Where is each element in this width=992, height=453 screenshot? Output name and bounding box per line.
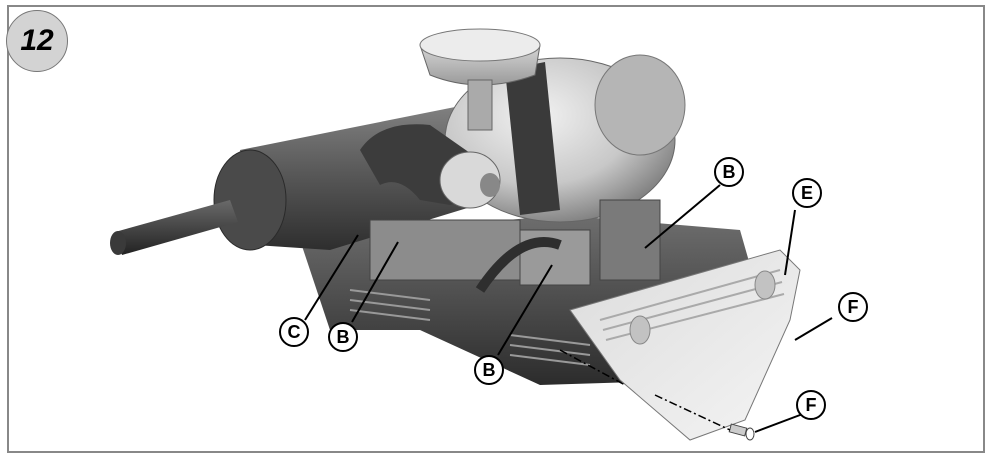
callout-e: E [792,178,822,208]
mounting-screw [728,423,755,441]
shroud-hole-left [629,315,651,345]
air-cleaner-strap [505,62,560,215]
step-number-badge: 12 [6,10,68,72]
precleaner-stem [467,79,493,131]
callout-f-upper: F [838,292,868,322]
manifold-right [599,199,661,281]
leader-lines [304,184,833,433]
intake-port [480,173,500,197]
assembly-line-lower [654,394,731,431]
callout-b-left: B [328,322,358,352]
fuel-line [475,237,562,293]
intake-manifold [519,229,591,286]
callout-f-lower: F [796,390,826,420]
frame-border [7,5,985,453]
assembly-line-upper [559,349,626,386]
callout-b-upper: B [714,157,744,187]
shroud-hole-right [754,270,776,300]
blower-housing [569,249,801,441]
callout-b-lower: B [474,355,504,385]
precleaner-top [419,28,541,62]
callout-c: C [279,317,309,347]
tail-pipe-end [110,231,126,255]
muffler-end [213,149,287,251]
air-cleaner-cover [594,54,686,156]
tail-pipe [115,200,238,255]
